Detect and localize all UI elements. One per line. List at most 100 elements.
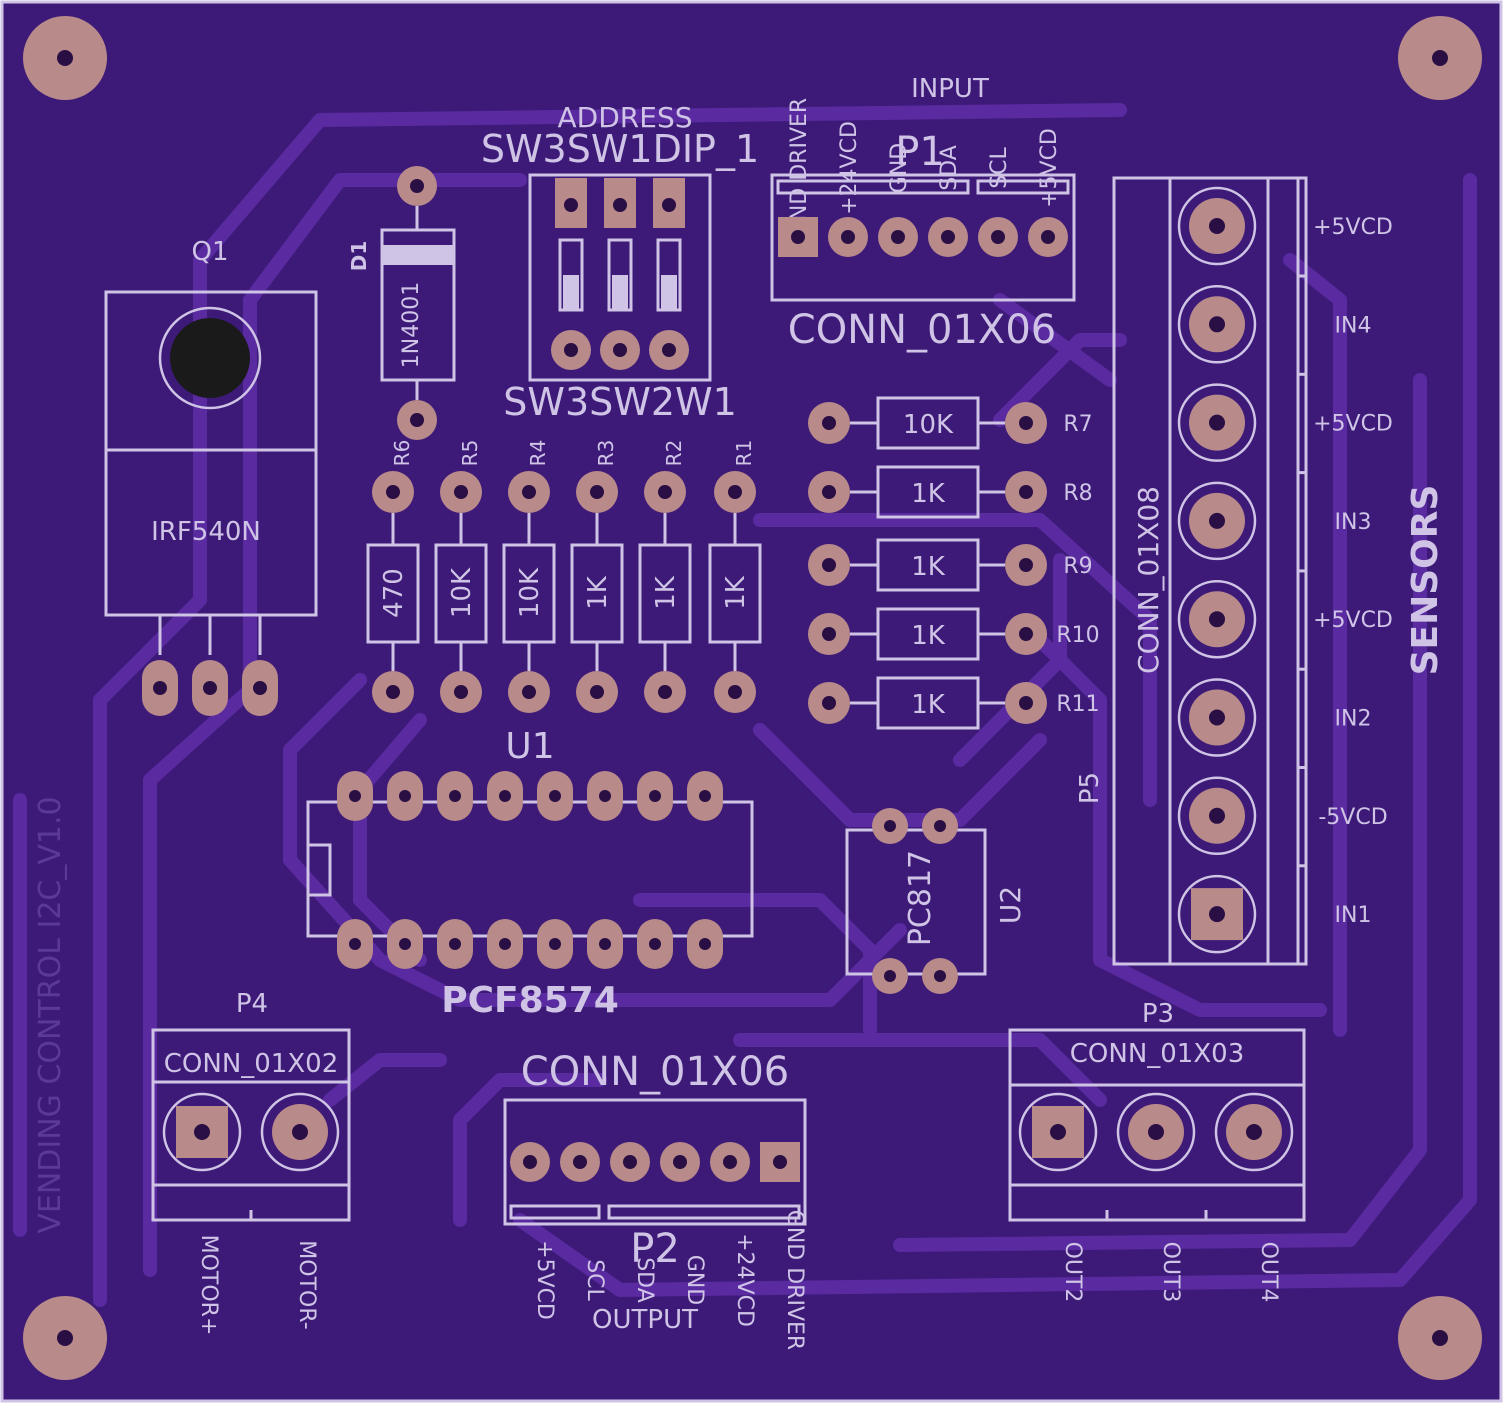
p2-pin-label-2: SCL — [582, 1259, 607, 1301]
resistor-r8-value: 1K — [911, 479, 946, 509]
p4-ref: P4 — [236, 989, 268, 1019]
p4-motor-connector: P4 CONN_01X02 MOTOR+ MOTOR- — [151, 989, 351, 1336]
resistor-r10: 1K R10 — [808, 607, 1100, 661]
p5-pin-label-1: +5VCD — [1313, 215, 1393, 240]
resistor-r6-ref: R6 — [390, 440, 414, 467]
p2-output-connector: CONN_01X06 P2 +5VCD SCL SDA GND +24VCD GND DR… — [503, 1049, 807, 1350]
p2-title: OUTPUT — [592, 1305, 698, 1335]
mounting-hole-tl — [23, 16, 107, 100]
dip-switch: ADDRESS SW3SW1DIP_1 SW3SW2W1 — [481, 101, 759, 424]
u1-pcf8574: U1 PCF8574 — [306, 726, 754, 1021]
p3-ref: P3 — [1142, 999, 1174, 1029]
p1-pin-label-1: GND DRIVER — [787, 98, 812, 238]
dip-switch-ref-bottom: SW3SW2W1 — [503, 380, 737, 424]
p5-title: SENSORS — [1405, 485, 1446, 676]
resistor-r11-value: 1K — [911, 690, 946, 720]
q1-mosfet: Q1 IRF540N — [104, 237, 318, 716]
resistor-r9-ref: R9 — [1063, 554, 1092, 579]
p5-pin-label-4: IN3 — [1335, 510, 1372, 535]
resistor-r10-ref: R10 — [1056, 623, 1099, 648]
p3-value: CONN_01X03 — [1070, 1039, 1245, 1069]
resistor-r8-ref: R8 — [1063, 481, 1092, 506]
resistor-r5-ref: R5 — [458, 440, 482, 467]
resistor-r3-value: 1K — [583, 575, 613, 610]
p3-pin-label-1: OUT2 — [1060, 1242, 1085, 1303]
resistor-r10-value: 1K — [911, 621, 946, 651]
p5-pin-label-6: IN2 — [1335, 707, 1372, 732]
resistor-r8: 1K R8 — [808, 465, 1093, 519]
resistor-r2-value: 1K — [651, 575, 681, 610]
p1-pin-label-3: GND — [887, 143, 912, 193]
p2-pin-label-4: GND — [682, 1255, 707, 1305]
d1-ref: D1 — [347, 241, 371, 272]
resistor-r1: 1K R1 — [708, 440, 762, 713]
p5-pin-label-5: +5VCD — [1313, 608, 1393, 633]
resistor-r9: 1K R9 — [808, 538, 1093, 592]
p5-value: CONN_01X08 — [1132, 486, 1165, 674]
p4-pin-label-1: MOTOR+ — [196, 1235, 221, 1336]
dip-switch-title: ADDRESS — [558, 101, 693, 134]
q1-value: IRF540N — [151, 517, 261, 547]
resistor-r11-ref: R11 — [1056, 692, 1099, 717]
resistor-r1-value: 1K — [721, 575, 751, 610]
resistor-r3-ref: R3 — [594, 440, 618, 467]
p2-value: CONN_01X06 — [521, 1049, 789, 1095]
d1-value: 1N4001 — [399, 282, 424, 368]
p3-pin-label-2: OUT3 — [1158, 1242, 1183, 1303]
resistor-r7: 10K R7 — [808, 396, 1093, 450]
horizontal-resistors: 10K R7 1K R8 1K R9 1K R10 1K R11 — [808, 396, 1100, 730]
p3-pin-label-3: OUT4 — [1256, 1242, 1281, 1303]
mounting-hole-br — [1398, 1296, 1482, 1380]
resistor-r6-value: 470 — [379, 568, 409, 618]
resistor-r2-ref: R2 — [662, 440, 686, 467]
p1-pin-label-2: +24VCD — [837, 121, 862, 215]
dip-switch-ref-top: SW3SW1DIP_1 — [481, 127, 759, 171]
p5-pin-label-3: +5VCD — [1313, 412, 1393, 437]
resistor-r5: 10K R5 — [434, 440, 488, 713]
p5-pin-label-7: -5VCD — [1318, 805, 1387, 830]
p5-pin-label-2: IN4 — [1335, 313, 1372, 338]
resistor-r11: 1K R11 — [808, 676, 1100, 730]
mounting-hole-tr — [1398, 16, 1482, 100]
p1-pin-label-6: +5VCD — [1037, 128, 1062, 208]
resistor-r7-ref: R7 — [1063, 412, 1092, 437]
copper-traces — [13, 103, 1477, 1307]
u1-value: PCF8574 — [441, 980, 619, 1021]
p2-pin-label-5: +24VCD — [732, 1233, 757, 1327]
p2-pin-label-6: GND DRIVER — [782, 1210, 807, 1350]
mounting-holes — [23, 16, 1482, 1380]
resistor-r3: 1K R3 — [570, 440, 624, 713]
resistor-r2: 1K R2 — [638, 440, 692, 713]
p4-value: CONN_01X02 — [164, 1049, 339, 1079]
p4-pin-label-2: MOTOR- — [294, 1240, 319, 1329]
p5-sensors-connector: CONN_01X08 P5 +5VCD IN4 +5VCD IN3 +5VCD IN2 -5… — [1075, 176, 1446, 966]
p5-pin-label-8: IN1 — [1335, 903, 1372, 928]
p1-title: INPUT — [911, 74, 989, 104]
p2-pin-label-1: +5VCD — [532, 1240, 557, 1320]
u2-pc817: PC817 U2 — [845, 808, 1027, 994]
p1-value: CONN_01X06 — [788, 307, 1056, 353]
resistor-r4: 10K R4 — [502, 440, 556, 713]
resistor-r1-ref: R1 — [732, 440, 756, 467]
resistor-r9-value: 1K — [911, 552, 946, 582]
resistor-r5-value: 10K — [447, 567, 477, 618]
q1-ref: Q1 — [191, 237, 228, 267]
d1-diode: 1N4001 D1 — [347, 166, 456, 440]
resistor-r6: 470 R6 — [366, 440, 420, 713]
p2-ref: P2 — [630, 1226, 680, 1272]
mounting-hole-bl — [23, 1296, 107, 1380]
resistor-r4-ref: R4 — [526, 440, 550, 467]
p1-ref: P1 — [895, 129, 945, 175]
vertical-resistors: 470 R6 10K R5 10K R4 1K R3 1K R2 1K R1 — [366, 440, 762, 713]
board-version-label: VENDING CONTROL I2C_V1.0 — [33, 796, 68, 1233]
p2-pin-label-3: SDA — [632, 1257, 657, 1303]
u2-ref: U2 — [994, 886, 1027, 924]
p1-pin-label-4: SDA — [937, 145, 962, 191]
u2-value: PC817 — [903, 850, 938, 946]
u1-ref: U1 — [505, 726, 554, 767]
p5-ref: P5 — [1075, 772, 1105, 804]
resistor-r7-value: 10K — [903, 410, 954, 440]
resistor-r4-value: 10K — [515, 567, 545, 618]
